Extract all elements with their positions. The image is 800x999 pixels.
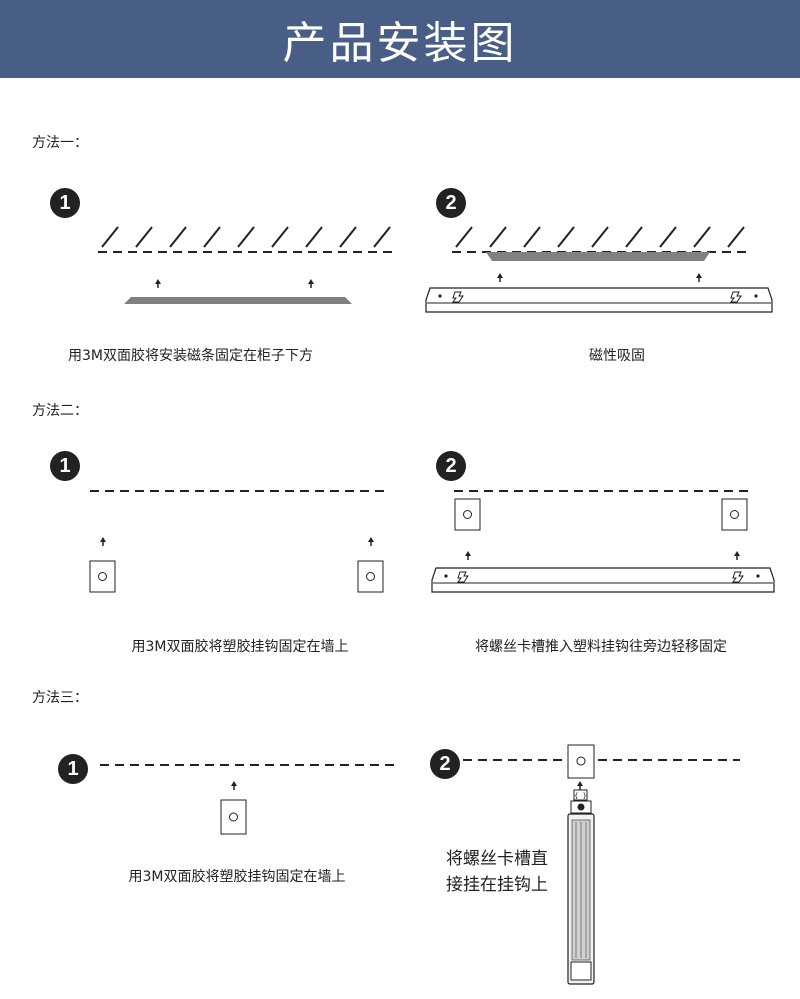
- method-2-step-2-diagram: [431, 490, 775, 593]
- svg-text:{ }: { }: [574, 792, 587, 800]
- light-bar: [431, 567, 775, 593]
- method-2-label: 方法二：: [32, 403, 88, 419]
- up-arrow-icon: [100, 537, 106, 546]
- method-1-label: 方法一：: [32, 135, 88, 151]
- up-arrow-icon: [155, 279, 161, 288]
- up-arrow-icon: [497, 273, 503, 282]
- method-3-step-1-caption: 用3M双面胶将塑胶挂钩固定在墙上: [128, 869, 346, 885]
- page-title: 产品安装图: [282, 18, 518, 69]
- up-arrow-icon: [308, 279, 314, 288]
- magnet-strip: [486, 252, 710, 261]
- plastic-hook: [220, 799, 247, 835]
- method-2-step-1-caption: 用3M双面胶将塑胶挂钩固定在墙上: [131, 639, 349, 655]
- up-arrow-icon: [734, 551, 740, 560]
- plastic-hook: [721, 498, 748, 531]
- method-1-step-2-diagram: [425, 226, 773, 313]
- method-1-step-1-badge: 1: [50, 188, 80, 218]
- method-3-label: 方法三：: [32, 690, 88, 706]
- ceiling-hatch: [455, 226, 745, 248]
- method-1-step-2-badge: 2: [436, 188, 466, 218]
- up-arrow-icon: [465, 551, 471, 560]
- up-arrow-icon: [577, 781, 583, 790]
- ceiling-hatch: [101, 226, 391, 248]
- method-3-step-2-caption: 将螺丝卡槽直 接挂在挂钩上: [446, 849, 548, 895]
- light-bar: [425, 287, 773, 313]
- up-arrow-icon: [696, 273, 702, 282]
- method-1-step-1-diagram: [98, 226, 392, 304]
- method-1-step-2-caption: 磁性吸固: [589, 348, 645, 364]
- method-2-step-1-badge: 1: [50, 451, 80, 481]
- plastic-hook: [567, 744, 595, 779]
- up-arrow-icon: [368, 537, 374, 546]
- method-2-step-2-caption: 将螺丝卡槽推入塑料挂钩往旁边轻移固定: [475, 639, 727, 655]
- magnet-strip: [124, 297, 352, 304]
- method-1-step-1-caption: 用3M双面胶将安装磁条固定在柜子下方: [68, 348, 313, 364]
- method-3-step-2-badge: 2: [430, 749, 460, 779]
- method-2-step-1-diagram: [89, 490, 390, 593]
- vertical-light-bar: { }: [567, 789, 595, 985]
- up-arrow-icon: [231, 781, 237, 790]
- plastic-hook: [454, 498, 481, 531]
- method-2-step-2-badge: 2: [436, 451, 466, 481]
- header-banner: 产品安装图: [0, 0, 800, 78]
- method-3-step-1-badge: 1: [58, 754, 88, 784]
- plastic-hook: [357, 560, 384, 593]
- plastic-hook: [89, 560, 116, 593]
